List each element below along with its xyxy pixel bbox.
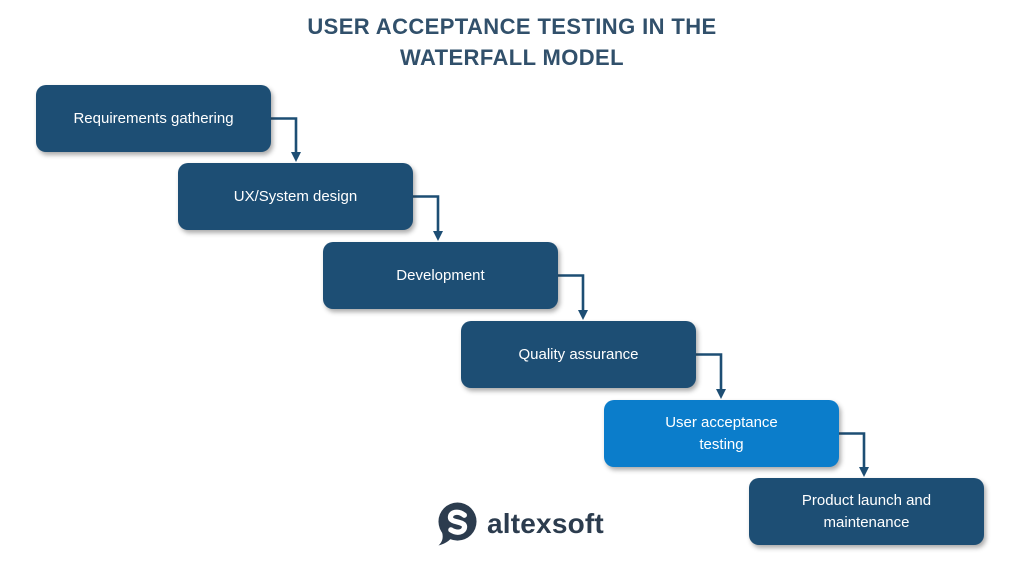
step-development: Development bbox=[323, 242, 558, 309]
step-product-launch-maintenance: Product launch and maintenance bbox=[749, 478, 984, 545]
step-quality-assurance: Quality assurance bbox=[461, 321, 696, 388]
step-label: Development bbox=[396, 266, 485, 284]
altexsoft-logo: altexsoft bbox=[437, 501, 604, 546]
step-label: Quality assurance bbox=[518, 345, 639, 363]
connector-1 bbox=[271, 117, 301, 162]
diagram-title: USER ACCEPTANCE TESTING IN THE WATERFALL… bbox=[0, 11, 1024, 73]
altexsoft-logo-text: altexsoft bbox=[487, 507, 604, 539]
step-ux-system-design: UX/System design bbox=[178, 163, 413, 230]
step-user-acceptance-testing: User acceptance testing bbox=[604, 400, 839, 467]
step-label: Product launch and maintenance bbox=[801, 491, 932, 531]
connector-4 bbox=[696, 353, 726, 399]
step-label: UX/System design bbox=[233, 187, 358, 205]
title-line-2: WATERFALL MODEL bbox=[400, 45, 624, 70]
step-label: User acceptance testing bbox=[665, 413, 778, 453]
step-requirements-gathering: Requirements gathering bbox=[36, 85, 271, 152]
title-line-1: USER ACCEPTANCE TESTING IN THE bbox=[307, 14, 717, 39]
connector-5 bbox=[839, 432, 869, 477]
connector-2 bbox=[413, 195, 443, 241]
connector-3 bbox=[558, 274, 588, 320]
altexsoft-logo-icon bbox=[438, 502, 477, 546]
step-label: Requirements gathering bbox=[73, 109, 234, 127]
